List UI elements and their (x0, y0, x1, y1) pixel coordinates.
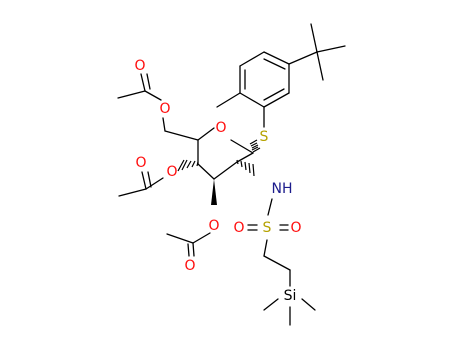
pyranose-ring (197, 127, 254, 180)
tert-butyl-group (288, 23, 346, 81)
sulfonyl-oxygen-left-label: O (233, 220, 244, 236)
c6-carbonyl-oxygen-label: O (134, 58, 145, 74)
c3-ester-oxygen-label: O (208, 218, 219, 234)
silicon-label: Si (284, 288, 297, 304)
sulfonyl-sulfur-label: S (263, 220, 272, 236)
c3-o-wedge-bond (211, 179, 217, 205)
nh-label: NH (272, 181, 293, 197)
thioether-sulfur-label: S (260, 129, 269, 145)
s-c1-hashed-bond (249, 139, 261, 153)
c2-n-hashed-bond (236, 159, 255, 177)
c6-acetate (117, 73, 199, 141)
c4-acetate (118, 171, 164, 197)
c4-ester-oxygen-label: O (166, 164, 177, 180)
sulfonyl-oxygen-right-label: O (290, 220, 301, 236)
ring-oxygen-label: O (215, 120, 226, 136)
c4-o-hashed-bond (177, 159, 199, 172)
c6-ester-oxygen-label: O (159, 101, 170, 117)
c3-acetate (166, 232, 211, 257)
aryl-ring (216, 51, 290, 128)
c3-carbonyl-oxygen-label: O (184, 258, 195, 274)
c4-carbonyl-oxygen-label: O (135, 155, 146, 171)
sulfonyl-chain (247, 198, 316, 326)
